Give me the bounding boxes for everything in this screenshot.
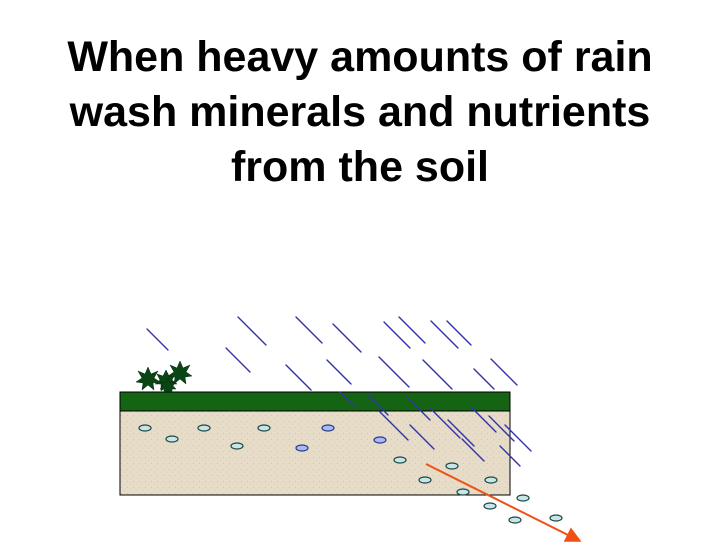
title-line-2: wash minerals and nutrients	[69, 88, 651, 136]
grass-layer	[119, 391, 511, 412]
soil-layer	[119, 409, 511, 496]
mineral-particles	[138, 424, 563, 524]
title-line-3: from the soil	[230, 143, 490, 191]
plant-icon	[135, 360, 193, 394]
nutrient-particles	[295, 424, 387, 452]
rain-streaks	[146, 316, 532, 467]
slide-title: When heavy amounts of rain wash minerals…	[0, 30, 720, 195]
leaching-arrow	[425, 463, 582, 542]
title-line-1: When heavy amounts of rain	[67, 33, 653, 81]
